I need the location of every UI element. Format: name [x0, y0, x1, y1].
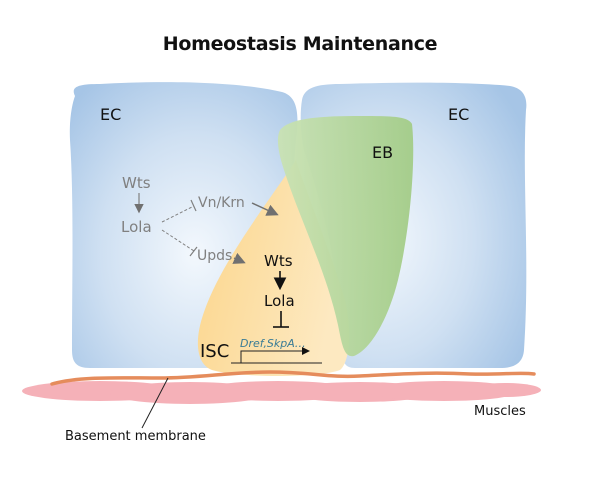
- ec-wts-label: Wts: [122, 174, 151, 192]
- isc-wts-label: Wts: [264, 252, 293, 270]
- upds-label: Upds: [197, 248, 232, 264]
- muscles-label: Muscles: [474, 404, 526, 419]
- diagram-title: Homeostasis Maintenance: [162, 33, 438, 55]
- inhibit-bar: [190, 199, 197, 212]
- lola-inhibits-upds: [161, 229, 195, 252]
- upds-to-isc-arrow: [232, 252, 246, 264]
- eb-cell: [277, 116, 414, 357]
- ec-right-label: EC: [448, 105, 469, 124]
- basement-membrane: [50, 370, 536, 386]
- lola-inhibits-vnkrn: [161, 205, 195, 223]
- promoter-arrow: [240, 347, 310, 363]
- ec-lola-label: Lola: [121, 218, 152, 236]
- vnkrn-to-isc-arrow: [251, 202, 279, 216]
- muscle-layer: [22, 381, 541, 404]
- vn-krn-label: Vn/Krn: [198, 195, 245, 211]
- eb-label: EB: [372, 143, 393, 162]
- inhibit-bar: [189, 246, 198, 257]
- muscle-fiber: [469, 383, 541, 397]
- basement-membrane-pointer: [141, 377, 169, 429]
- isc-label: ISC: [200, 341, 229, 362]
- ec-left-label: EC: [100, 105, 121, 124]
- basement-membrane-label: Basement membrane: [65, 429, 206, 444]
- target-genes-label: Dref,SkpA…: [240, 337, 306, 350]
- isc-lola-label: Lola: [264, 292, 295, 310]
